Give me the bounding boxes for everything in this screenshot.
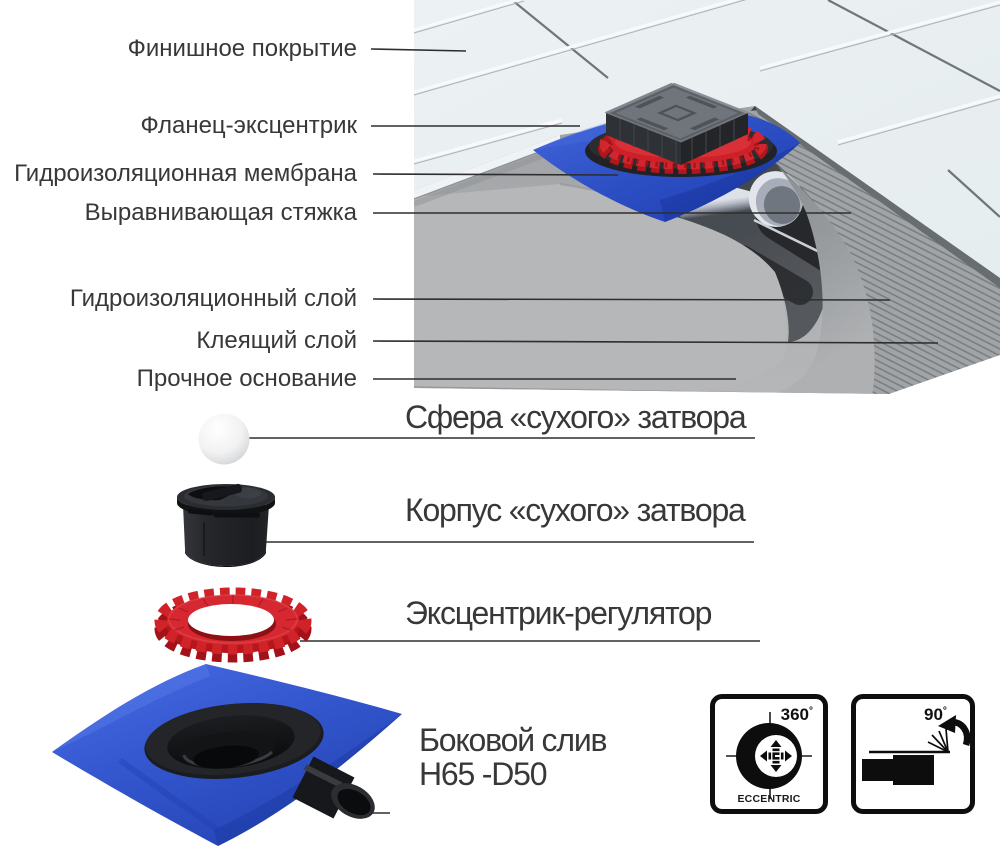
tile-grout-light: [414, 0, 1000, 163]
section-hatch: [712, 110, 1000, 394]
badge-eccentric-angle-value: 360: [780, 705, 809, 724]
label-dry-trap-body: Корпус «сухого» затвора: [405, 492, 746, 528]
bowl-interior: [414, 184, 787, 391]
rotation-fan-icon: [927, 728, 949, 753]
label-leveling-screed: Выравнивающая стяжка: [84, 199, 357, 226]
label-side-drain-size: H65 -D50: [419, 756, 548, 792]
leader-lines: [240, 48, 939, 814]
tile-grout-dark: [511, 0, 1000, 218]
badge-rotate-90: 90°: [851, 694, 975, 814]
label-solid-base: Прочное основание: [136, 365, 357, 392]
badge-rotate-icon: [862, 715, 971, 785]
dry-trap-sphere: [198, 413, 250, 465]
badge-rotate-angle: 90°: [924, 705, 947, 725]
tile-edge-left: [414, 135, 560, 199]
label-eccentric-flange: Фланец-эксцентрик: [140, 112, 357, 139]
tile-edge-right: [755, 106, 1000, 288]
move-arrows-icon: [760, 740, 792, 772]
label-adhesive-layer: Клеящий слой: [196, 327, 357, 354]
side-drain-part: [52, 664, 402, 846]
drain-grate: [604, 82, 750, 143]
cutaway-illustration: [414, 0, 1000, 394]
degree-symbol: °: [809, 705, 813, 717]
side-drain-funnel: [144, 702, 324, 779]
label-waterproof-layer: Гидроизоляционный слой: [69, 285, 357, 312]
badge-eccentric: 360° ECCENTRIC: [710, 694, 828, 814]
label-eccentric-regulator: Эксцентрик-регулятор: [405, 595, 712, 631]
label-side-drain: Боковой слив: [419, 722, 608, 758]
badge-eccentric-caption: ECCENTRIC: [737, 793, 801, 805]
degree-symbol: °: [942, 705, 947, 717]
label-waterproof-membrane: Гидроизоляционная мембрана: [14, 160, 357, 187]
bowl-band: [700, 113, 875, 394]
badge-rotate-angle-value: 90: [924, 705, 943, 724]
grate-side-right: [681, 113, 748, 165]
label-dry-trap-sphere: Сфера «сухого» затвора: [405, 399, 747, 435]
tile-floor: [414, 0, 1000, 278]
drain-assembly: [585, 82, 777, 177]
dry-trap-body: [177, 483, 275, 567]
badge-eccentric-icon: [726, 712, 812, 799]
eccentric-regulator-ring: [154, 587, 312, 663]
label-finish-coating: Финишное покрытие: [127, 35, 357, 62]
side-outlet-pipe: [292, 756, 375, 819]
badge-eccentric-angle: 360°: [781, 705, 813, 725]
